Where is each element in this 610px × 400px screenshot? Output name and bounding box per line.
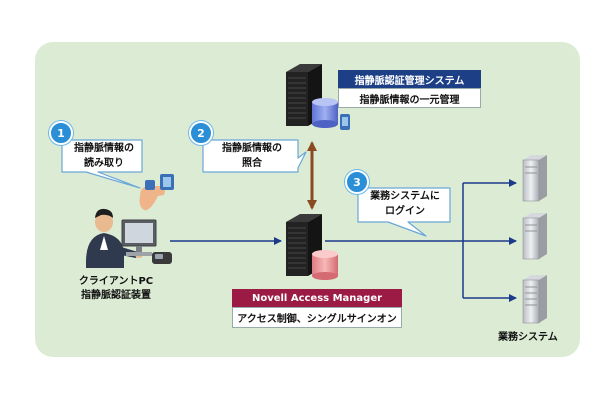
step-1-line1: 指静脈情報の	[74, 143, 134, 154]
business-system-label: 業務システム	[498, 332, 558, 343]
step-2-line2: 照合	[242, 157, 262, 169]
client-label-line2: 指静脈認証装置	[81, 289, 151, 301]
nam-server-icon	[286, 214, 322, 276]
step-1-line2: 読み取り	[84, 157, 124, 169]
finger-vein-card-icon	[340, 114, 350, 130]
client-label: クライアントPC 指静脈認証装置	[74, 275, 158, 302]
step-3-text: 業務システムに ログイン	[364, 190, 446, 219]
business-server-icon	[522, 213, 547, 260]
client-pc-icon	[121, 219, 157, 256]
client-label-line1: クライアントPC	[78, 276, 154, 287]
callout-2-shape	[202, 139, 307, 173]
step-2-badge: 2	[189, 121, 213, 145]
auth-system-title: 指静脈認証管理システム	[338, 70, 481, 88]
finger-vein-reader-icon	[152, 252, 172, 264]
step-3-badge: 3	[345, 170, 369, 194]
step-1-badge: 1	[49, 121, 73, 145]
nam-subtitle: アクセス制御、シングルサインオン	[232, 307, 402, 328]
step-3-line2: ログイン	[385, 205, 425, 217]
step-3-line1: 業務システムに	[370, 191, 440, 202]
business-server-icon	[522, 275, 547, 324]
step-1-text: 指静脈情報の 読み取り	[70, 142, 138, 171]
step-2-text: 指静脈情報の 照合	[210, 142, 294, 171]
auth-database-icon	[312, 98, 338, 128]
auth-system-subtitle: 指静脈情報の一元管理	[338, 88, 481, 108]
nam-to-business-connectors	[325, 179, 517, 302]
nam-title: Novell Access Manager	[232, 289, 402, 307]
callout-1-shape	[61, 139, 143, 189]
business-server-icon	[522, 155, 547, 202]
step-2-line1: 指静脈情報の	[222, 143, 282, 154]
finger-scan-icon	[139, 174, 174, 211]
nam-database-icon	[312, 250, 338, 280]
callout-3-shape	[357, 187, 451, 237]
